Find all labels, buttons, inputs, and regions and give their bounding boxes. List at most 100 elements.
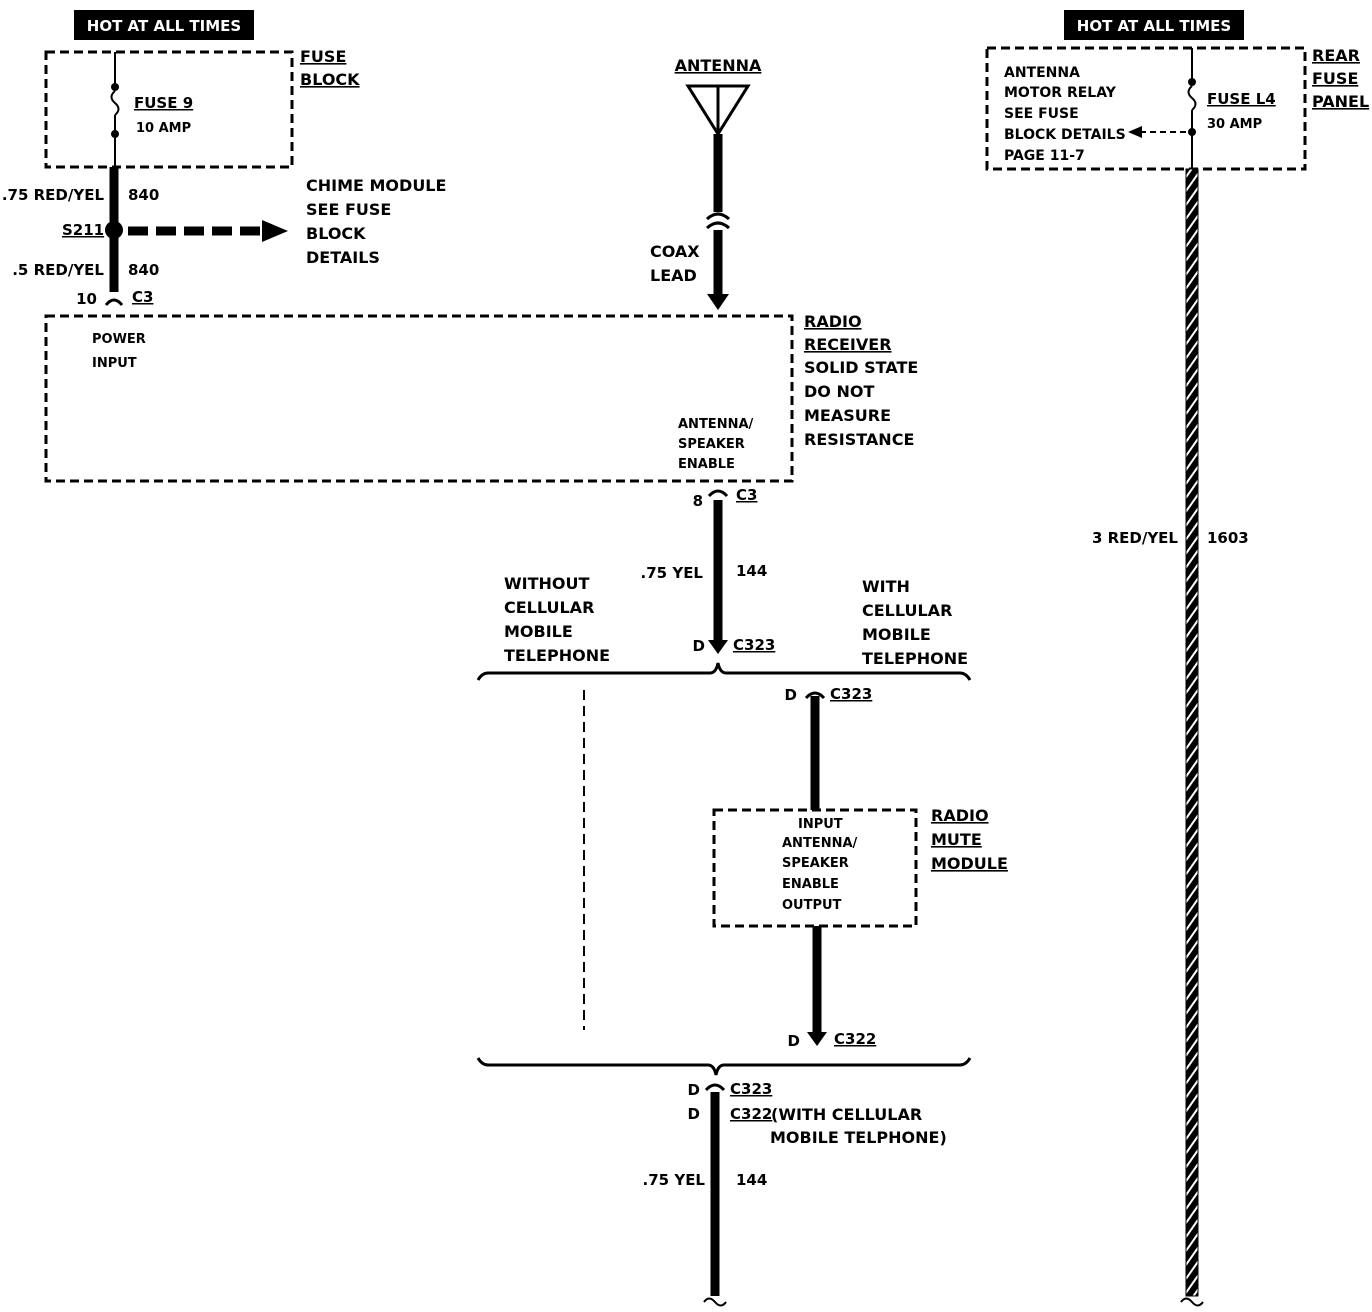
antenna-relay-2: MOTOR RELAY	[1004, 85, 1117, 101]
radio-receiver-label-3: SOLID STATE	[804, 358, 918, 377]
rear-fuse-panel-3: PANEL	[1312, 92, 1369, 111]
antenna-relay-3: SEE FUSE	[1004, 106, 1079, 122]
radio-mute-label-1: RADIO	[931, 806, 989, 825]
hot-at-all-times-left: HOT AT ALL TIMES	[74, 10, 254, 40]
c322-b-name: C322	[730, 1105, 772, 1123]
c323-b-pin: D	[785, 686, 797, 704]
ant-spk-enable-3: ENABLE	[678, 457, 735, 472]
option-brace-upper	[476, 662, 972, 681]
wire-840-circuit-bottom: 840	[128, 261, 159, 279]
radio-mute-module-box	[712, 808, 918, 928]
without-cell-2: CELLULAR	[504, 598, 594, 617]
fuse-block-box	[44, 50, 294, 169]
c322-b-pin: D	[688, 1105, 700, 1123]
option-brace-lower	[476, 1057, 972, 1076]
wire-840-gauge-top: .75 RED/YEL	[2, 186, 105, 204]
wire-840-gauge-bottom: .5 RED/YEL	[12, 261, 104, 279]
chime-label-3: BLOCK	[306, 224, 366, 243]
ant-spk-enable-2: SPEAKER	[678, 437, 745, 452]
fuse-block-label-1: FUSE	[300, 47, 346, 66]
radio-receiver-label-4: DO NOT	[804, 382, 874, 401]
radio-receiver-label-6: RESISTANCE	[804, 430, 914, 449]
fuse-l4-name: FUSE L4	[1207, 90, 1276, 108]
coax-label-2: LEAD	[650, 266, 697, 285]
mute-spk-label: SPEAKER	[782, 856, 849, 871]
antenna-label: ANTENNA	[675, 56, 762, 75]
c323-top-arrow	[708, 640, 728, 654]
c323-a-pin: D	[693, 637, 705, 655]
coax-connector-bottom	[705, 221, 731, 230]
without-cell-3: MOBILE	[504, 622, 573, 641]
hot-at-all-times-right: HOT AT ALL TIMES	[1064, 10, 1244, 40]
c3-bottom-pin: 8	[693, 492, 703, 510]
hot-label-right: HOT AT ALL TIMES	[1077, 17, 1231, 35]
wire-1603-break-symbol	[1180, 1297, 1204, 1307]
radio-mute-label-2: MUTE	[931, 830, 982, 849]
with-cell-4: TELEPHONE	[862, 649, 968, 668]
mute-ant-label: ANTENNA/	[782, 836, 858, 851]
c3-top-pin: 10	[76, 290, 97, 308]
fuse-l4-rating: 30 AMP	[1207, 117, 1262, 132]
wire-1603-circuit: 1603	[1207, 529, 1249, 547]
antenna-relay-4: BLOCK DETAILS	[1004, 127, 1126, 143]
with-cell-3: MOBILE	[862, 625, 931, 644]
hot-label-left: HOT AT ALL TIMES	[87, 17, 241, 35]
rear-fuse-panel-2: FUSE	[1312, 69, 1358, 88]
radio-receiver-label-1: RADIO	[804, 312, 862, 331]
wire-144-gauge-bottom: .75 YEL	[643, 1171, 706, 1189]
fuse-9-rating: 10 AMP	[136, 121, 191, 136]
fuse-block-label-2: BLOCK	[300, 70, 360, 89]
without-cell-4: TELEPHONE	[504, 646, 610, 665]
radio-receiver-label-5: MEASURE	[804, 406, 891, 425]
chime-label-2: SEE FUSE	[306, 200, 391, 219]
splice-s211-dot	[105, 221, 123, 239]
coax-connector-top	[705, 212, 731, 221]
wire-144-circuit-bottom: 144	[736, 1171, 767, 1189]
wire-840-circuit-top: 840	[128, 186, 159, 204]
c322-a-name: C322	[834, 1030, 876, 1048]
ant-spk-enable-1: ANTENNA/	[678, 417, 754, 432]
connector-c3-top-symbol	[104, 298, 124, 306]
wire-1603-gauge: 3 RED/YEL	[1092, 529, 1178, 547]
fuse-9-name: FUSE 9	[134, 94, 193, 112]
connector-c3-bottom-symbol	[707, 489, 729, 498]
coax-label-1: COAX	[650, 242, 700, 261]
c323-c-pin: D	[688, 1081, 700, 1099]
power-input-label-1: POWER	[92, 332, 146, 347]
wire-144-gauge-top: .75 YEL	[641, 564, 704, 582]
radio-receiver-label-2: RECEIVER	[804, 335, 892, 354]
c3-bottom-name: C3	[736, 486, 757, 504]
antenna-relay-1: ANTENNA	[1004, 65, 1080, 81]
c323-a-name: C323	[733, 636, 775, 654]
chime-label-4: DETAILS	[306, 248, 380, 267]
antenna-relay-5: PAGE 11-7	[1004, 148, 1085, 164]
splice-s211-label: S211	[62, 221, 104, 239]
chime-label-1: CHIME MODULE	[306, 176, 446, 195]
c323-b-name: C323	[830, 685, 872, 703]
c3-top-name: C3	[132, 288, 153, 306]
wire-144-break-symbol	[703, 1297, 727, 1307]
wire-144-circuit-top: 144	[736, 562, 767, 580]
c322-b-note-1: (WITH CELLULAR	[771, 1105, 922, 1124]
rear-fuse-panel-box	[985, 46, 1307, 171]
fuse-l4-symbol	[1187, 48, 1197, 169]
with-cell-2: CELLULAR	[862, 601, 952, 620]
mute-enable-label: ENABLE	[782, 877, 839, 892]
coax-arrow	[707, 294, 729, 310]
c323-c-name: C323	[730, 1080, 772, 1098]
c322-a-pin: D	[788, 1032, 800, 1050]
mute-input-label: INPUT	[798, 817, 843, 832]
connector-c323-b-symbol	[804, 691, 826, 700]
radio-mute-label-3: MODULE	[931, 854, 1008, 873]
radio-receiver-box	[44, 314, 794, 483]
fuse-l4-arrow	[1128, 126, 1188, 138]
with-cell-1: WITH	[862, 577, 910, 596]
antenna-icon	[685, 84, 751, 137]
rear-fuse-panel-1: REAR	[1312, 46, 1360, 65]
c322-b-note-2: MOBILE TELPHONE)	[770, 1128, 947, 1147]
c322-arrow	[807, 1032, 827, 1046]
fuse-9-symbol	[110, 52, 120, 167]
connector-c323-c-symbol	[704, 1083, 726, 1092]
mute-output-label: OUTPUT	[782, 898, 842, 913]
